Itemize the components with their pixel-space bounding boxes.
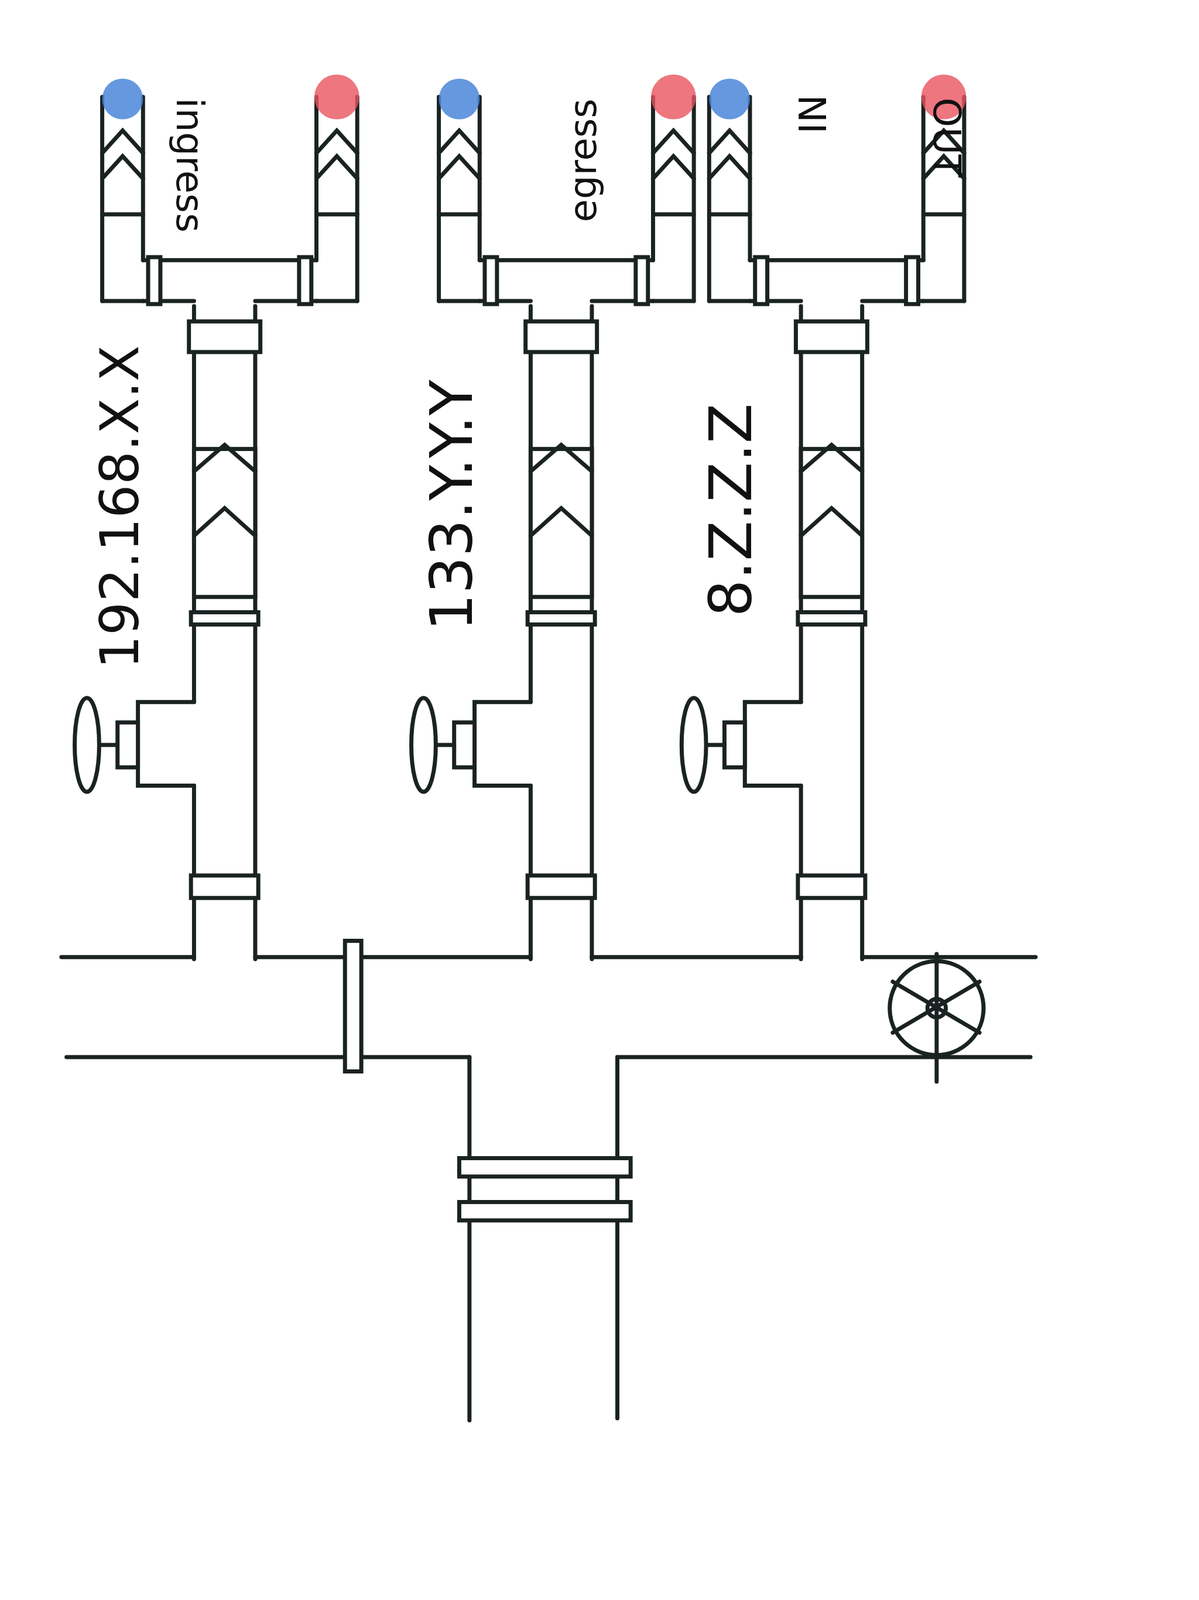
- pipe-label: 8.Z.Z.Z: [702, 403, 762, 618]
- pipe-label: egress: [564, 98, 603, 222]
- pipe-label: IN: [794, 94, 832, 135]
- pipe-label: OUT: [927, 97, 966, 178]
- pipe-label: ingress: [170, 97, 209, 233]
- pipe-label: 133.Y.Y.Y: [422, 379, 482, 631]
- pipe-label: 192.168.X.X: [94, 345, 147, 670]
